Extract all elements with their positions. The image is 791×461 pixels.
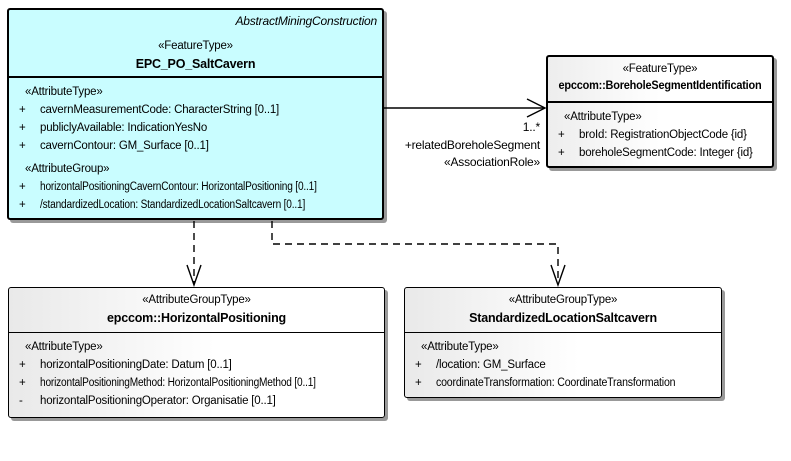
attribute-row: + broId: RegistrationObjectCode {id} (550, 126, 770, 144)
association-stereotype-label: «AssociationRole» (444, 155, 540, 169)
attribute-text: publiclyAvailable: IndicationYesNo (40, 122, 208, 134)
class-stereotype: «FeatureType» (158, 40, 233, 52)
visibility-marker: + (19, 104, 26, 116)
class-box-horizontal-positioning[interactable]: «AttributeGroupType» epccom::HorizontalP… (8, 287, 385, 418)
visibility-marker: + (19, 199, 26, 211)
attribute-text: horizontalPositioningOperator: Organisat… (40, 395, 276, 407)
dependency-connector-horizontal-positioning[interactable] (186, 221, 202, 288)
dependency-line[interactable] (271, 221, 559, 283)
class-stereotype: «AttributeGroupType» (508, 294, 618, 306)
class-header: «AttributeGroupType» epccom::HorizontalP… (9, 288, 384, 333)
attribute-row: + boreholeSegmentCode: Integer {id} (550, 144, 770, 162)
attribute-row: - horizontalPositioningOperator: Organis… (11, 392, 382, 410)
open-arrowhead-icon (550, 264, 566, 288)
class-stereotype: «AttributeGroupType» (142, 294, 251, 306)
visibility-marker: + (19, 122, 26, 134)
attribute-text: /location: GM_Surface (436, 359, 546, 371)
visibility-marker: + (415, 359, 422, 371)
role-name-label: +relatedBoreholeSegment (404, 137, 540, 152)
attribute-text: /standardizedLocation: StandardizedLocat… (40, 199, 306, 211)
class-name: epccom::BoreholeSegmentIdentification (558, 80, 762, 92)
visibility-marker: + (19, 377, 26, 389)
visibility-marker: + (558, 129, 565, 141)
attribute-text: broId: RegistrationObjectCode {id} (579, 129, 747, 141)
attribute-text: coordinateTransformation: CoordinateTran… (436, 377, 676, 389)
attribute-compartment: «AttributeType» + horizontalPositioningD… (9, 333, 384, 410)
association-connector-related-borehole-segment[interactable] (384, 98, 547, 118)
section-stereotype: «AttributeType» (421, 341, 499, 353)
class-name: EPC_PO_SaltCavern (135, 57, 256, 71)
attribute-row: + horizontalPositioningMethod: Horizonta… (11, 374, 382, 392)
class-header: «FeatureType» epccom::BoreholeSegmentIde… (548, 57, 772, 103)
class-stereotype: «FeatureType» (622, 63, 698, 75)
attribute-row: + /location: GM_Surface (407, 356, 719, 374)
open-arrowhead-icon (526, 98, 547, 118)
section-stereotype: «AttributeType» (564, 111, 642, 123)
attribute-compartment: «AttributeType» + cavernMeasurementCode:… (9, 78, 382, 214)
attribute-row: + cavernMeasurementCode: CharacterString… (11, 101, 380, 119)
attribute-text: cavernContour: GM_Surface [0..1] (40, 140, 209, 152)
attribute-row: + /standardizedLocation: StandardizedLoc… (11, 196, 380, 214)
visibility-marker: + (415, 377, 422, 389)
association-labels: 1..* +relatedBoreholeSegment «Associatio… (330, 119, 540, 172)
parent-class-label: AbstractMiningConstruction (235, 14, 377, 28)
dependency-connector-standardized-location[interactable] (271, 221, 566, 288)
attribute-row: + cavernContour: GM_Surface [0..1] (11, 137, 380, 155)
attribute-compartment: «AttributeType» + broId: RegistrationObj… (548, 103, 772, 162)
attribute-text: horizontalPositioningCavernContour: Hori… (40, 181, 317, 193)
visibility-marker: + (19, 359, 26, 371)
attribute-text: horizontalPositioningDate: Datum [0..1] (40, 359, 232, 371)
class-box-borehole-segment-identification[interactable]: «FeatureType» epccom::BoreholeSegmentIde… (546, 55, 774, 168)
visibility-marker: + (19, 181, 26, 193)
class-header: AbstractMiningConstruction «FeatureType»… (9, 10, 382, 78)
section-stereotype: «AttributeType» (25, 341, 103, 353)
attribute-text: cavernMeasurementCode: CharacterString [… (40, 104, 280, 116)
section-stereotype: «AttributeType» (25, 86, 103, 98)
class-box-standardized-location-saltcavern[interactable]: «AttributeGroupType» StandardizedLocatio… (404, 287, 722, 398)
attribute-text: boreholeSegmentCode: Integer {id} (579, 147, 753, 159)
attribute-row: + horizontalPositioningDate: Datum [0..1… (11, 356, 382, 374)
attribute-row: + coordinateTransformation: CoordinateTr… (407, 374, 719, 392)
visibility-marker: + (558, 147, 565, 159)
class-name: epccom::HorizontalPositioning (107, 311, 286, 325)
section-stereotype: «AttributeGroup» (25, 163, 110, 175)
attribute-compartment: «AttributeType» + /location: GM_Surface … (405, 333, 721, 392)
attribute-row: + horizontalPositioningCavernContour: Ho… (11, 178, 380, 196)
class-header: «AttributeGroupType» StandardizedLocatio… (405, 288, 721, 333)
attribute-row: + publiclyAvailable: IndicationYesNo (11, 119, 380, 137)
multiplicity-label: 1..* (522, 120, 540, 134)
class-name: StandardizedLocationSaltcavern (469, 311, 657, 325)
visibility-marker: + (19, 140, 26, 152)
class-box-epc-po-saltcavern[interactable]: AbstractMiningConstruction «FeatureType»… (7, 8, 384, 220)
open-arrowhead-icon (186, 264, 202, 288)
visibility-marker: - (19, 395, 23, 407)
attribute-text: horizontalPositioningMethod: HorizontalP… (40, 377, 316, 389)
